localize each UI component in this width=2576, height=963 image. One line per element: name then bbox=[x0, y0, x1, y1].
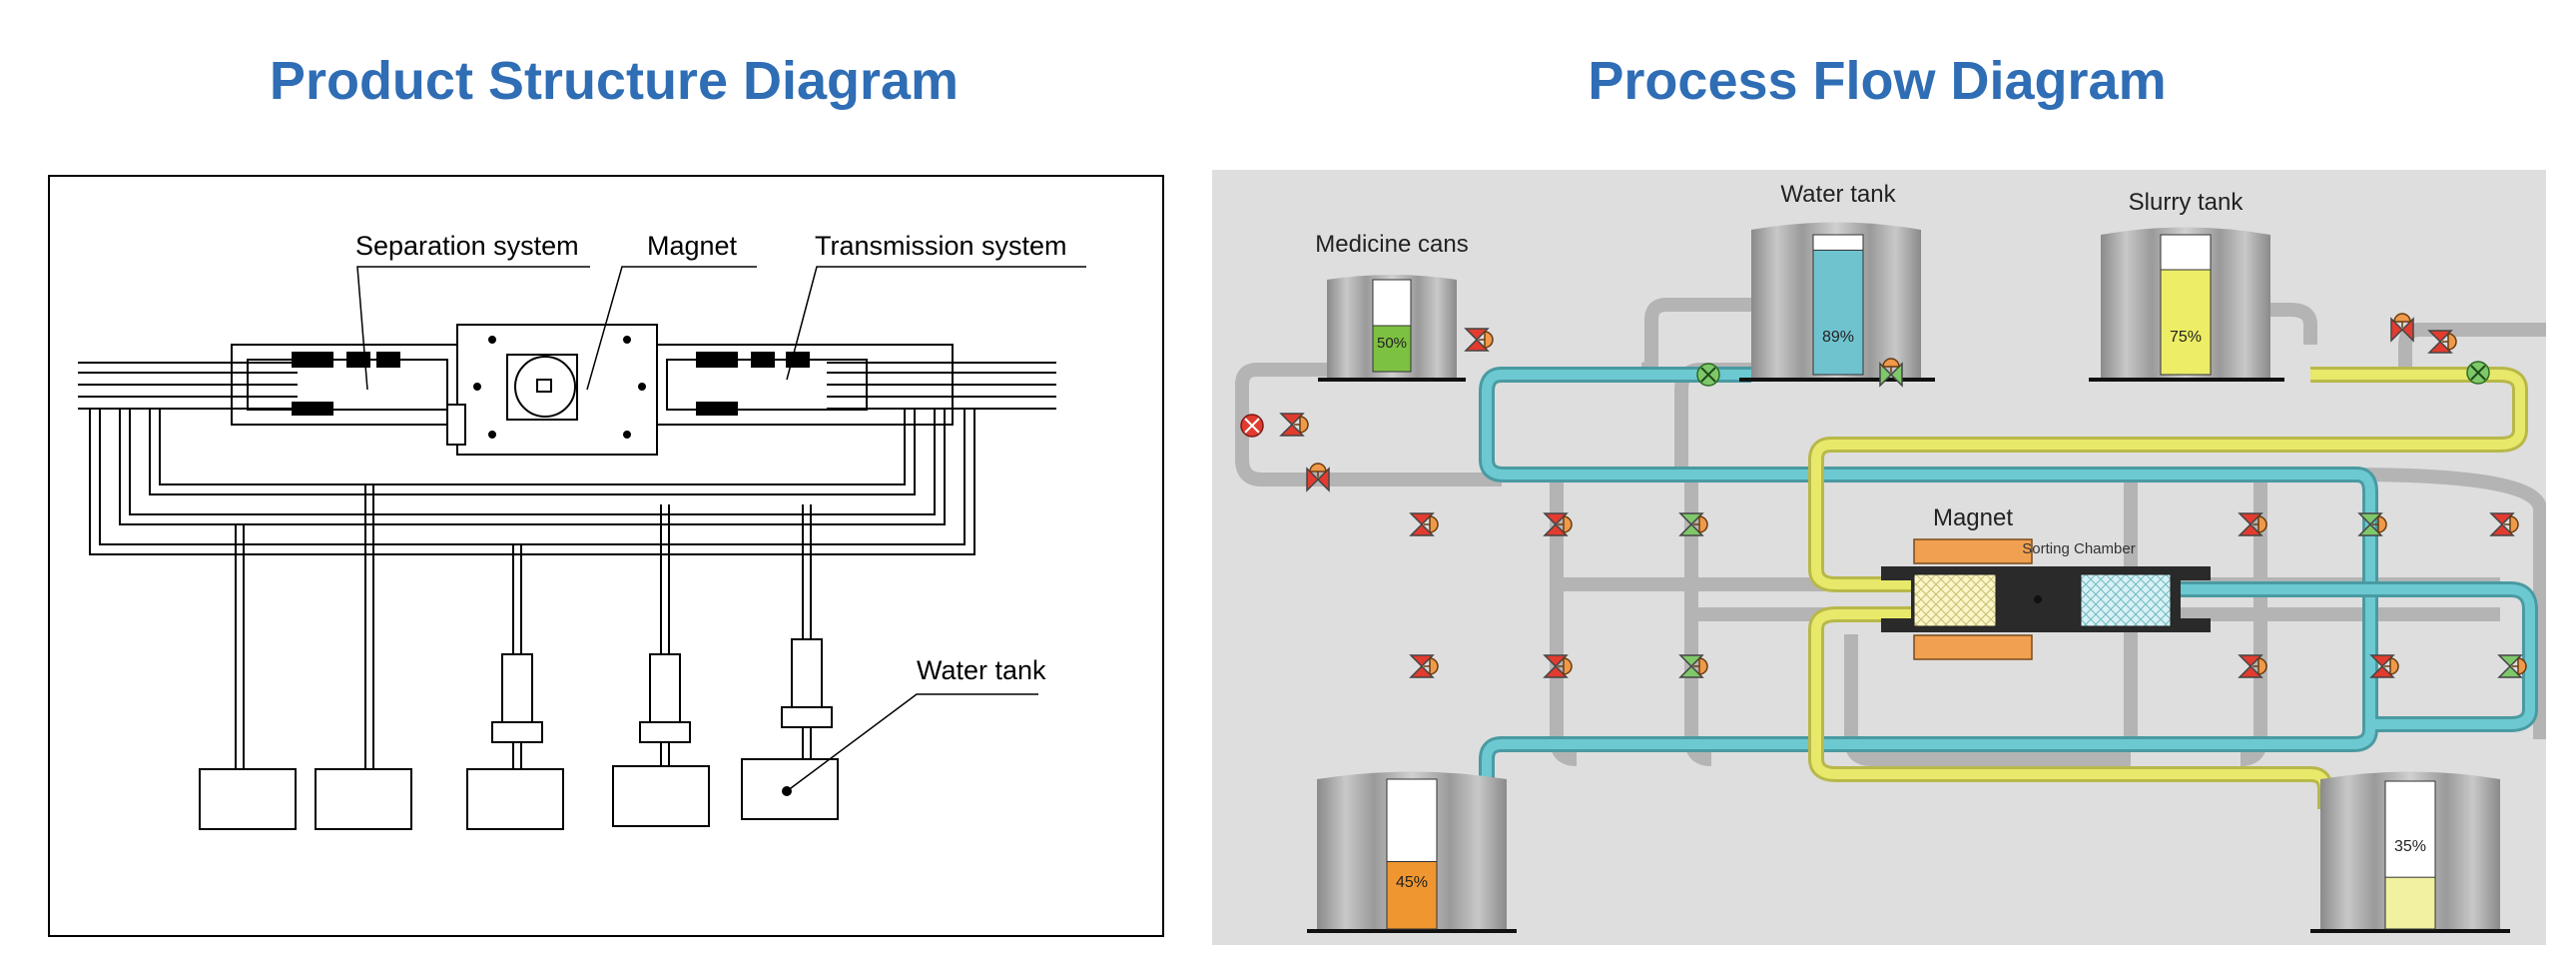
tank-medicine-cans-percent: 50% bbox=[1377, 335, 1407, 352]
valve-red-icon[interactable] bbox=[2390, 313, 2414, 343]
valve-red-icon[interactable] bbox=[2369, 654, 2399, 678]
magnet-label: Magnet bbox=[1933, 504, 2013, 531]
tank-slurry-label: Slurry tank bbox=[2129, 189, 2245, 216]
label-water-tank: Water tank bbox=[917, 655, 1046, 685]
product-structure-title: Product Structure Diagram bbox=[269, 51, 960, 111]
magnet-bottom bbox=[1913, 634, 2033, 660]
tank-water-level-fill bbox=[1812, 249, 1864, 376]
tank-water-label: Water tank bbox=[1780, 181, 1896, 208]
separator-machine bbox=[78, 324, 1056, 456]
product-structure-panel: Separation system Magnet Transmission sy… bbox=[48, 175, 1164, 937]
sorting-chamber-label: Sorting Chamber bbox=[2022, 540, 2135, 557]
valve-green-icon[interactable] bbox=[1678, 512, 1708, 536]
magnet-top bbox=[1913, 538, 2033, 564]
flow-indicator-water-icon bbox=[1696, 363, 1720, 387]
tank-medicine-cans: 50% bbox=[1318, 275, 1466, 382]
valve-red-icon[interactable] bbox=[1543, 654, 1573, 678]
tank-finished-percent: 35% bbox=[2394, 838, 2426, 855]
process-flow-title: Process Flow Diagram bbox=[1588, 51, 2167, 111]
valve-red-icon[interactable] bbox=[2238, 654, 2267, 678]
tank-slurry-level-fill bbox=[2160, 269, 2212, 376]
tank-finished-level-fill bbox=[2384, 876, 2436, 930]
water-pipes bbox=[1479, 367, 2538, 789]
valve-green-icon[interactable] bbox=[2497, 654, 2527, 678]
label-separation-system: Separation system bbox=[355, 231, 579, 261]
separator-unit bbox=[1881, 566, 2211, 632]
process-flow-panel: Magnet Sorting Chamber 50% Medicine cans… bbox=[1212, 170, 2546, 945]
tank-slurry-percent: 75% bbox=[2170, 329, 2202, 346]
valves bbox=[1279, 313, 2527, 678]
valve-green-icon[interactable] bbox=[1879, 358, 1903, 388]
valve-red-icon[interactable] bbox=[1409, 654, 1439, 678]
tank-bottom-left: 45% bbox=[1307, 771, 1517, 933]
tank-bottom-left-level-fill bbox=[1386, 861, 1438, 930]
tank-medicine-cans-label: Medicine cans bbox=[1315, 231, 1468, 258]
tank-finished: 35% bbox=[2310, 771, 2510, 933]
product-structure-drawing: Separation system Magnet Transmission sy… bbox=[48, 175, 1164, 937]
label-transmission-system: Transmission system bbox=[815, 231, 1067, 261]
valve-red-icon[interactable] bbox=[1409, 512, 1439, 536]
slurry-pipes bbox=[1808, 367, 2528, 809]
valve-red-icon[interactable] bbox=[2427, 330, 2457, 354]
valve-red-icon[interactable] bbox=[1306, 463, 1330, 492]
tank-slurry: 75% bbox=[2089, 227, 2284, 382]
flow-indicators bbox=[1240, 361, 2490, 438]
label-leaders bbox=[356, 266, 1086, 792]
process-flow-drawing: Magnet Sorting Chamber 50% Medicine cans… bbox=[1212, 170, 2546, 945]
hanger-assemblies bbox=[491, 638, 833, 743]
tank-water-percent: 89% bbox=[1822, 329, 1854, 346]
valve-green-icon[interactable] bbox=[1678, 654, 1708, 678]
valve-red-icon[interactable] bbox=[1464, 328, 1494, 352]
tank-bottom-left-percent: 45% bbox=[1396, 874, 1428, 891]
valve-green-icon[interactable] bbox=[2357, 512, 2387, 536]
valve-red-icon[interactable] bbox=[1543, 512, 1573, 536]
flow-indicator-slurry-icon bbox=[2466, 361, 2490, 385]
tank-water: 89% bbox=[1739, 222, 1935, 382]
valve-red-icon[interactable] bbox=[2489, 512, 2519, 536]
valve-red-icon[interactable] bbox=[1279, 413, 1309, 437]
valve-red-icon[interactable] bbox=[2238, 512, 2267, 536]
stop-indicator-icon bbox=[1240, 414, 1264, 438]
tank-medicine-cans-level-fill bbox=[1372, 325, 1412, 373]
label-magnet: Magnet bbox=[647, 231, 738, 261]
collection-tanks bbox=[199, 758, 839, 830]
